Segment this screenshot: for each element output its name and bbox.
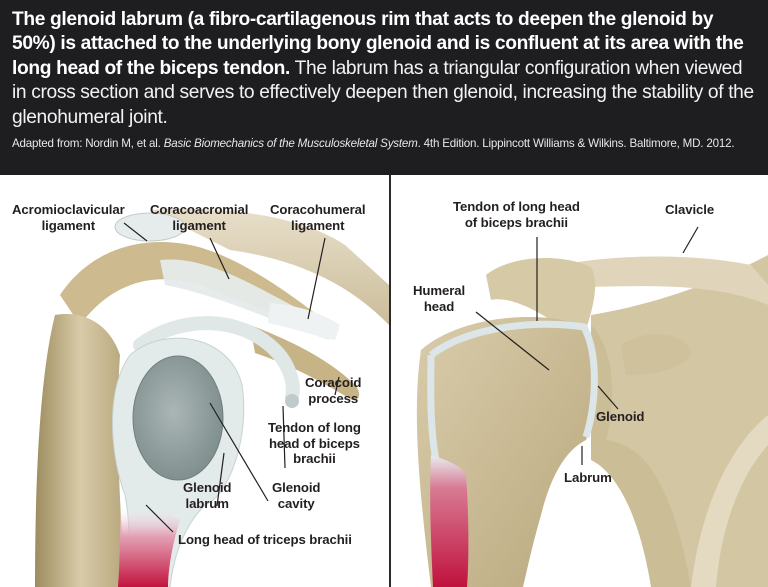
citation: Adapted from: Nordin M, et al. Basic Bio… bbox=[12, 136, 758, 151]
label-coracoid-process: Coracoid process bbox=[305, 375, 362, 406]
label-glenoid-cavity: Glenoid cavity bbox=[272, 480, 321, 511]
clavicle-shape bbox=[567, 256, 768, 305]
rib-shape bbox=[691, 415, 768, 587]
label-glenoid: Glenoid bbox=[596, 409, 645, 424]
label-biceps-tendon: Tendon of long head of biceps brachii bbox=[268, 420, 361, 466]
anterior-joint-illustration bbox=[416, 226, 768, 587]
caption-normal: The labrum has a triangular configuratio… bbox=[12, 57, 754, 128]
labrum-rim-shape bbox=[428, 320, 598, 439]
glenoid-cavity-shape bbox=[132, 355, 224, 481]
anterior-joint-view-panel: Tendon of long head of biceps brachii Cl… bbox=[391, 175, 768, 587]
lateral-glenoid-illustration bbox=[35, 208, 389, 587]
biceps-tendon-shape bbox=[133, 316, 300, 404]
label-coracoacromial-ligament: Coracoacromial ligament bbox=[150, 202, 249, 233]
label-glenoid-labrum: Glenoid labrum bbox=[183, 480, 232, 511]
caption-bold: The glenoid labrum (a fibro-cartilagenou… bbox=[12, 9, 744, 79]
caption-text: The glenoid labrum (a fibro-cartilagenou… bbox=[12, 8, 758, 130]
coracohumeral-ligament-shape bbox=[268, 303, 340, 340]
lateral-glenoid-view-panel: Acromioclavicular ligament Coracoacromia… bbox=[0, 175, 391, 587]
cartilage-rim-lateral bbox=[427, 354, 440, 461]
label-triceps-long-head: Long head of triceps brachii bbox=[178, 532, 352, 547]
citation-prefix: Adapted from: Nordin M, et al. bbox=[12, 137, 164, 151]
biceps-tendon-end bbox=[285, 394, 299, 408]
label-biceps-tendon: Tendon of long head of biceps brachii bbox=[453, 199, 580, 230]
citation-book-title: Basic Biomechanics of the Musculoskeleta… bbox=[163, 137, 418, 151]
caption-header: The glenoid labrum (a fibro-cartilagenou… bbox=[0, 0, 768, 173]
biceps-muscle-shape bbox=[430, 455, 469, 587]
glenoid-bone-shape bbox=[591, 325, 691, 587]
label-coracohumeral-ligament: Coracohumeral ligament bbox=[270, 202, 366, 233]
label-acromioclavicular-ligament: Acromioclavicular ligament bbox=[12, 202, 125, 233]
coracoid-process-shape bbox=[621, 334, 691, 375]
label-humeral-head: Humeral head bbox=[413, 283, 466, 314]
clavicle-shape bbox=[150, 208, 389, 325]
acromioclavicular-ligament-shape bbox=[114, 212, 186, 242]
triceps-muscle-shape bbox=[118, 508, 180, 587]
citation-suffix: . 4th Edition. Lippincott Williams & Wil… bbox=[417, 137, 735, 151]
leader-lines bbox=[123, 222, 340, 533]
leader-lines bbox=[475, 226, 699, 465]
label-clavicle: Clavicle bbox=[665, 202, 715, 217]
label-labrum: Labrum bbox=[564, 470, 612, 485]
scapula-shape bbox=[35, 314, 125, 587]
